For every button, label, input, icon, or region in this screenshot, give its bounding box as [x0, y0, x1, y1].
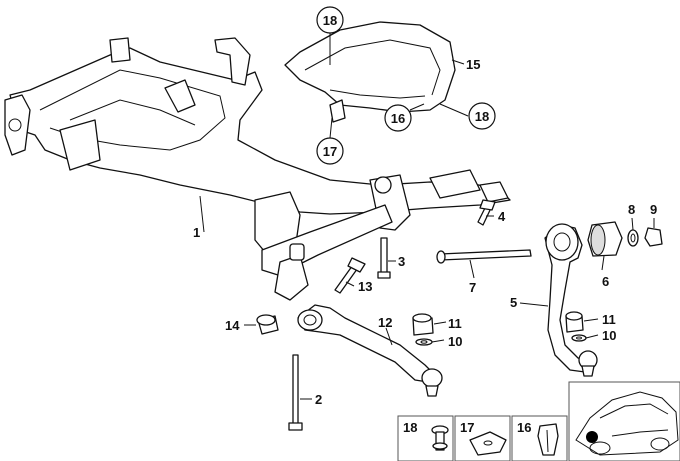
callout-6: 6 — [602, 274, 609, 289]
fastener-legend: 18 17 16 — [397, 381, 680, 461]
callout-10-wishbone: 10 — [448, 334, 462, 349]
callout-11-arm: 11 — [602, 312, 616, 327]
callout-4: 4 — [498, 209, 506, 224]
bolt-13 — [334, 257, 366, 294]
callout-14: 14 — [225, 318, 240, 333]
callout-5: 5 — [510, 295, 517, 310]
callout-10-arm: 10 — [602, 328, 616, 343]
callout-18-right: 18 — [475, 109, 489, 124]
bushing-6 — [587, 221, 623, 257]
bolt-4 — [477, 199, 496, 226]
expanding-nut-icon — [537, 423, 559, 456]
legend-label-16: 16 — [517, 420, 531, 435]
nut-11-b — [565, 311, 584, 333]
legend-label-18: 18 — [403, 420, 417, 435]
car-locator-icon — [575, 391, 679, 456]
callout-2: 2 — [315, 392, 322, 407]
callout-9: 9 — [650, 202, 657, 217]
nut-11-a — [412, 313, 434, 336]
heat-shield — [284, 21, 456, 123]
washer-10-a — [415, 338, 433, 346]
callout-numbers: 1 2 3 4 5 6 7 8 9 10 10 11 11 12 13 14 1… — [193, 57, 657, 407]
location-dot-icon — [586, 431, 598, 443]
bolt-2 — [288, 354, 303, 431]
callout-1: 1 — [193, 225, 200, 240]
washer-8 — [627, 229, 639, 247]
callout-7: 7 — [469, 280, 476, 295]
callout-13: 13 — [358, 279, 372, 294]
callout-3: 3 — [398, 254, 405, 269]
mount-14 — [256, 314, 279, 335]
bolt-3 — [377, 237, 391, 279]
legend-label-17: 17 — [460, 420, 474, 435]
callout-18-top: 18 — [323, 13, 337, 28]
callout-17: 17 — [323, 144, 337, 159]
leader-lines — [199, 33, 655, 400]
callout-8: 8 — [628, 202, 635, 217]
axle-carrier — [4, 37, 511, 301]
callout-12: 12 — [378, 315, 392, 330]
callout-15: 15 — [466, 57, 480, 72]
callout-11-wishbone: 11 — [448, 316, 462, 331]
washer-10-b — [571, 334, 587, 342]
control-arm-5 — [544, 223, 598, 377]
screw-clip-icon — [431, 425, 449, 451]
callout-16: 16 — [391, 111, 405, 126]
circled-callouts: 18 17 16 18 — [316, 6, 496, 165]
wishbone-12 — [297, 304, 443, 397]
nut-9 — [644, 227, 663, 247]
clip-nut-icon — [469, 431, 507, 456]
bolt-7 — [436, 249, 532, 264]
